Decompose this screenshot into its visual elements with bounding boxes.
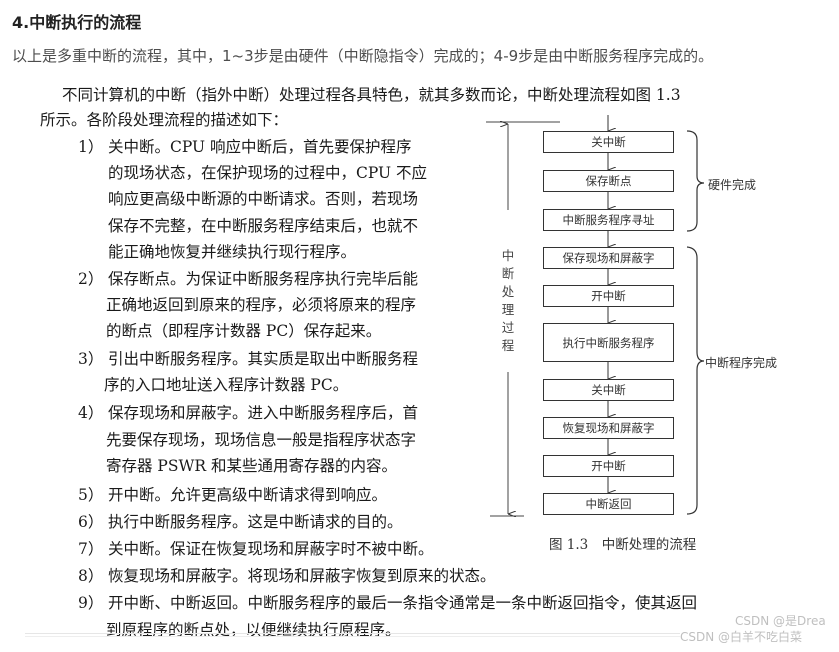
- list-text: 保存断点。为保证中断服务程序执行完毕后能: [108, 270, 419, 288]
- flow-step-enable-interrupt-2: 开中断: [543, 455, 674, 477]
- watermark-2: CSDN @白羊不吃白菜: [680, 630, 803, 644]
- list-item-1: 1）关中断。CPU 响应中断后，首先要保护程序: [78, 135, 412, 157]
- brace-label-program: 中断程序完成: [705, 356, 778, 370]
- list-continuation: 保存不完整，在中断服务程序结束后，也就不: [108, 217, 419, 235]
- divider-line: [25, 633, 680, 637]
- flow-step-disable-interrupt-2: 关中断: [543, 379, 674, 401]
- side-label-process: 中断处理过程: [501, 248, 515, 353]
- list-item-2: 2）保存断点。为保证中断服务程序执行完毕后能: [78, 267, 418, 289]
- list-number: 6）: [78, 513, 104, 531]
- list-continuation: 序的入口地址送入程序计数器 PC。: [104, 376, 349, 394]
- list-text: 关中断。保证在恢复现场和屏蔽字时不被中断。: [108, 540, 434, 558]
- brace-label-hardware: 硬件完成: [708, 178, 757, 192]
- flow-step-save-context: 保存现场和屏蔽字: [543, 247, 674, 269]
- list-continuation: 寄存器 PSWR 和某些通用寄存器的内容。: [106, 457, 398, 475]
- watermark-1: CSDN @是Drea: [735, 614, 826, 628]
- list-number: 3）: [78, 350, 104, 368]
- list-continuation: 正确地返回到原来的程序，必须将原来的程序: [106, 296, 417, 314]
- list-text: 引出中断服务程序。其实质是取出中断服务程: [108, 350, 419, 368]
- list-text: 关中断。CPU 响应中断后，首先要保护程序: [108, 138, 412, 156]
- flow-step-isr-addressing: 中断服务程序寻址: [543, 209, 674, 231]
- flow-step-enable-interrupt: 开中断: [543, 285, 674, 307]
- list-text: 开中断。允许更高级中断请求得到响应。: [108, 486, 388, 504]
- flow-step-disable-interrupt: 关中断: [543, 131, 674, 153]
- flow-step-save-breakpoint: 保存断点: [543, 170, 674, 192]
- list-continuation: 的断点（即程序计数器 PC）保存起来。: [106, 322, 382, 340]
- list-number: 4）: [78, 404, 104, 422]
- intro-paragraph: 以上是多重中断的流程，其中，1~3步是由硬件（中断隐指令）完成的；4-9步是由中…: [12, 47, 714, 65]
- figure-caption: 图 1.3 中断处理的流程: [549, 537, 697, 553]
- book-paragraph-line: 所示。各阶段处理流程的描述如下：: [40, 111, 289, 129]
- list-text: 恢复现场和屏蔽字。将现场和屏蔽字恢复到原来的状态。: [108, 567, 496, 585]
- list-number: 1）: [78, 138, 104, 156]
- list-item-8: 8）恢复现场和屏蔽字。将现场和屏蔽字恢复到原来的状态。: [78, 564, 496, 586]
- list-item-3: 3）引出中断服务程序。其实质是取出中断服务程: [78, 347, 418, 369]
- list-item-4: 4）保存现场和屏蔽字。进入中断服务程序后，首: [78, 401, 418, 423]
- list-number: 9）: [78, 594, 104, 612]
- list-continuation: 能正确地恢复并继续执行现行程序。: [108, 243, 357, 261]
- list-continuation: 响应更高级中断源的中断请求。否则，若现场: [108, 190, 419, 208]
- list-item-6: 6）执行中断服务程序。这是中断请求的目的。: [78, 510, 403, 532]
- list-text: 保存现场和屏蔽字。进入中断服务程序后，首: [108, 404, 419, 422]
- list-number: 7）: [78, 540, 104, 558]
- list-number: 8）: [78, 567, 104, 585]
- list-continuation: 先要保存现场，现场信息一般是指程序状态字: [106, 431, 417, 449]
- flow-step-restore-context: 恢复现场和屏蔽字: [543, 417, 674, 439]
- list-continuation: 到原程序的断点处，以便继续执行原程序。: [106, 621, 401, 639]
- list-text: 开中断、中断返回。中断服务程序的最后一条指令通常是一条中断返回指令，使其返回: [108, 594, 698, 612]
- flow-step-execute-isr: 执行中断服务程序: [543, 323, 674, 362]
- section-heading: 4.中断执行的流程: [12, 13, 142, 32]
- book-paragraph-line: 不同计算机的中断（指外中断）处理过程各具特色，就其多数而论，中断处理流程如图 1…: [62, 86, 681, 104]
- list-item-9: 9）开中断、中断返回。中断服务程序的最后一条指令通常是一条中断返回指令，使其返回: [78, 591, 697, 613]
- flow-step-interrupt-return: 中断返回: [543, 493, 674, 515]
- list-number: 2）: [78, 270, 104, 288]
- list-item-7: 7）关中断。保证在恢复现场和屏蔽字时不被中断。: [78, 537, 434, 559]
- list-item-5: 5）开中断。允许更高级中断请求得到响应。: [78, 483, 387, 505]
- list-number: 5）: [78, 486, 104, 504]
- list-text: 执行中断服务程序。这是中断请求的目的。: [108, 513, 403, 531]
- list-continuation: 的现场状态，在保护现场的过程中，CPU 不应: [108, 164, 428, 182]
